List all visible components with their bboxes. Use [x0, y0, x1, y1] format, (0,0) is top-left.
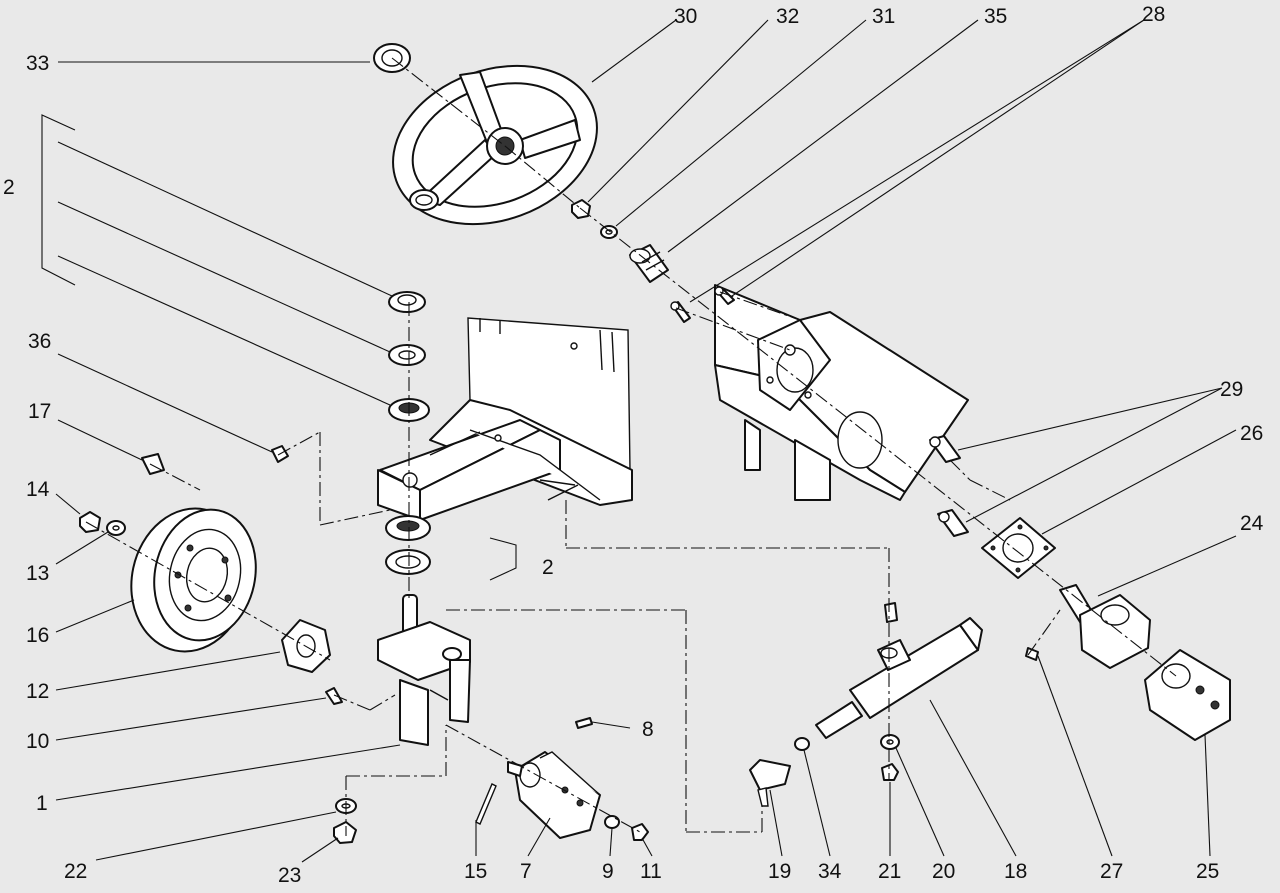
fork-hardware	[333, 798, 357, 844]
callout-17: 17	[28, 400, 51, 423]
steering-valve	[929, 435, 1231, 741]
callout-28: 28	[1142, 3, 1165, 26]
column-hardware	[571, 199, 669, 283]
motor-hardware	[475, 717, 649, 841]
steering-console	[714, 284, 969, 501]
callout-15: 15	[464, 860, 487, 883]
callout-18: 18	[1004, 860, 1027, 883]
callout-20: 20	[932, 860, 955, 883]
chassis-frame	[377, 317, 633, 521]
callout-22: 22	[64, 860, 87, 883]
callout-30: 30	[674, 5, 697, 28]
steering-wheel	[392, 64, 598, 226]
callout-24: 24	[1240, 512, 1264, 535]
callout-29: 29	[1220, 378, 1243, 401]
callout-21: 21	[878, 860, 901, 883]
assembly-centerlines	[85, 57, 1177, 836]
steering-cylinder	[815, 602, 983, 739]
callout-9: 9	[602, 860, 614, 883]
callout-2-upper: 2	[3, 176, 15, 199]
callout-31: 31	[872, 5, 895, 28]
axle-bolt	[325, 687, 343, 705]
callout-34: 34	[818, 860, 842, 883]
group-brackets	[41, 114, 517, 581]
callout-35: 35	[984, 5, 1007, 28]
callout-33: 33	[26, 52, 49, 75]
callout-19: 19	[768, 860, 791, 883]
callout-25: 25	[1196, 860, 1219, 883]
caster-wheel	[130, 507, 257, 653]
callout-11: 11	[640, 860, 662, 883]
leader-lines	[55, 19, 1237, 863]
callout-2-lower: 2	[542, 556, 554, 579]
hydraulic-motor	[507, 751, 601, 839]
callout-26: 26	[1240, 422, 1263, 445]
callout-14: 14	[26, 478, 50, 501]
callout-32: 32	[776, 5, 799, 28]
callout-labels: 30 32 31 35 28 33 2 36 17 14 13 16 12 10…	[3, 3, 1264, 887]
caster-fork	[377, 594, 471, 746]
kingpin-bearings	[385, 291, 431, 575]
cylinder-hardware	[749, 734, 900, 807]
callout-23: 23	[278, 864, 301, 887]
callout-27: 27	[1100, 860, 1123, 883]
callout-16: 16	[26, 624, 49, 647]
callout-13: 13	[26, 562, 49, 585]
callout-8: 8	[642, 718, 654, 741]
console-bolts	[670, 286, 735, 323]
callout-7: 7	[520, 860, 532, 883]
callout-12: 12	[26, 680, 49, 703]
callout-1: 1	[36, 792, 48, 815]
wheel-hardware	[79, 453, 165, 536]
callout-36: 36	[28, 330, 51, 353]
callout-10: 10	[26, 730, 49, 753]
